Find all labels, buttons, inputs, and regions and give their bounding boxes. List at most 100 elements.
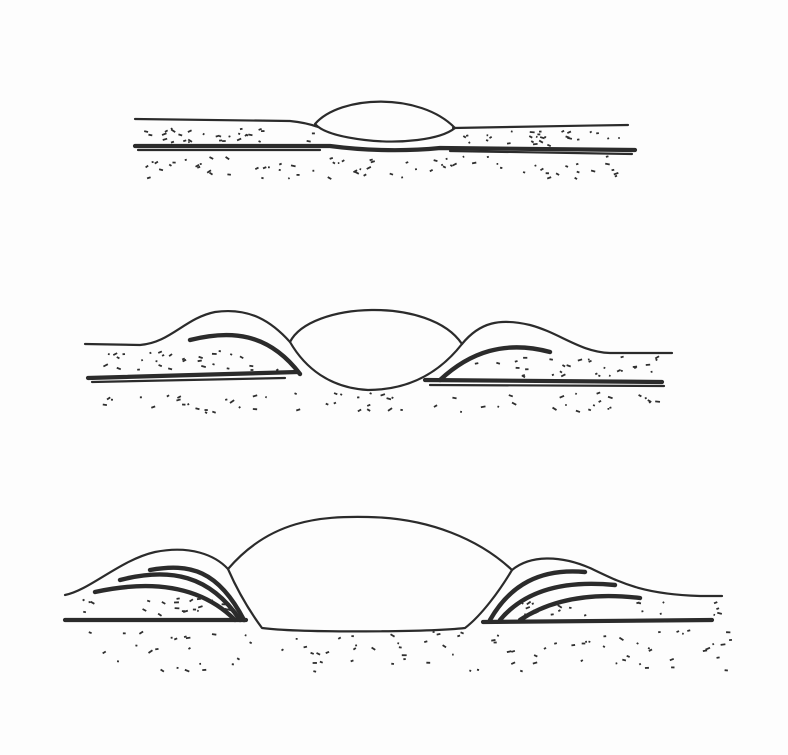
sediment-mark bbox=[552, 407, 557, 411]
sediment-mark bbox=[638, 394, 642, 397]
sediment-mark bbox=[166, 394, 169, 397]
sediment-mark bbox=[595, 373, 598, 376]
sediment-mark bbox=[325, 651, 329, 654]
sediment-mark bbox=[158, 613, 162, 617]
sediment-mark bbox=[603, 645, 606, 648]
sediment-mark bbox=[158, 364, 162, 367]
sediment-mark bbox=[261, 177, 264, 179]
sediment-mark bbox=[144, 130, 148, 133]
sediment-mark bbox=[251, 369, 254, 371]
sediment-mark bbox=[230, 399, 235, 403]
sediment-mark bbox=[487, 156, 489, 158]
sediment-mark bbox=[83, 611, 86, 613]
sediment-mark bbox=[155, 648, 159, 650]
sediment-mark bbox=[151, 405, 155, 408]
sediment-mark bbox=[154, 161, 158, 164]
sediment-mark bbox=[716, 607, 719, 610]
sediment-mark bbox=[350, 660, 353, 663]
sediment-mark bbox=[591, 170, 596, 173]
sediment-mark bbox=[575, 393, 577, 395]
sediment-mark bbox=[516, 367, 520, 369]
sediment-mark bbox=[726, 631, 730, 633]
sediment-mark bbox=[227, 367, 230, 369]
sediment-mark bbox=[163, 138, 168, 141]
sediment-mark bbox=[90, 601, 95, 605]
sediment-mark bbox=[687, 629, 690, 631]
sediment-mark bbox=[606, 155, 609, 157]
sediment-mark bbox=[222, 140, 226, 142]
sediment-mark bbox=[494, 642, 497, 644]
panel-1-ground-surface bbox=[135, 119, 628, 128]
sediment-mark bbox=[228, 135, 230, 137]
sediment-mark bbox=[380, 393, 385, 396]
panel-3-left-layer-2 bbox=[120, 574, 240, 620]
sediment-mark bbox=[159, 168, 163, 171]
sediment-mark bbox=[432, 631, 434, 633]
sediment-mark bbox=[202, 133, 204, 135]
sediment-mark bbox=[497, 406, 499, 408]
sediment-mark bbox=[401, 176, 403, 178]
sediment-mark bbox=[185, 669, 190, 672]
sediment-mark bbox=[523, 171, 526, 173]
sediment-mark bbox=[399, 646, 402, 648]
sediment-mark bbox=[526, 601, 531, 605]
sediment-mark bbox=[188, 647, 191, 650]
sediment-mark bbox=[534, 164, 536, 166]
sediment-mark bbox=[195, 407, 199, 410]
sediment-mark bbox=[603, 367, 605, 369]
sediment-mark bbox=[219, 350, 221, 352]
sediment-mark bbox=[212, 363, 215, 365]
sediment-mark bbox=[596, 132, 599, 134]
sediment-mark bbox=[576, 163, 579, 165]
sediment-mark bbox=[169, 353, 173, 357]
panel-2-right-bed bbox=[425, 380, 662, 382]
sediment-mark bbox=[162, 132, 167, 135]
sediment-mark bbox=[588, 641, 590, 643]
sediment-mark bbox=[569, 607, 572, 609]
sediment-mark bbox=[103, 404, 107, 406]
sediment-mark bbox=[547, 144, 551, 147]
sediment-mark bbox=[161, 601, 165, 605]
sediment-mark bbox=[561, 130, 564, 133]
sediment-mark bbox=[201, 365, 206, 368]
sediment-mark bbox=[729, 639, 732, 641]
sediment-mark bbox=[434, 404, 438, 407]
sediment-mark bbox=[296, 408, 300, 411]
sediment-mark bbox=[312, 133, 315, 135]
sediment-mark bbox=[141, 359, 143, 361]
sediment-mark bbox=[255, 167, 259, 170]
sediment-mark bbox=[165, 130, 169, 133]
sediment-mark bbox=[489, 136, 492, 139]
sediment-mark bbox=[460, 411, 462, 413]
sediment-mark bbox=[341, 159, 344, 162]
sediment-mark bbox=[355, 644, 357, 646]
sediment-mark bbox=[168, 368, 172, 371]
sediment-mark bbox=[721, 643, 726, 645]
panel-3-advanced bbox=[65, 517, 732, 673]
sediment-mark bbox=[162, 354, 165, 357]
sediment-mark bbox=[88, 601, 90, 603]
sediment-mark bbox=[212, 411, 216, 414]
sediment-mark bbox=[559, 395, 564, 399]
sediment-mark bbox=[216, 135, 220, 138]
sediment-mark bbox=[452, 163, 457, 167]
sediment-mark bbox=[116, 356, 119, 359]
sediment-mark bbox=[147, 176, 151, 179]
sediment-mark bbox=[609, 406, 611, 408]
sediment-mark bbox=[82, 599, 85, 602]
sediment-mark bbox=[306, 140, 310, 142]
panel-2-right-layer bbox=[440, 347, 550, 380]
sediment-mark bbox=[171, 141, 175, 144]
sediment-mark bbox=[296, 174, 299, 176]
sediment-mark bbox=[598, 400, 601, 403]
panel-3-dome bbox=[228, 517, 512, 632]
sediment-mark bbox=[475, 362, 479, 364]
sediment-mark bbox=[238, 406, 241, 409]
sediment-mark bbox=[357, 396, 359, 398]
sediment-mark bbox=[556, 173, 560, 176]
sediment-mark bbox=[147, 600, 151, 603]
sediment-mark bbox=[258, 140, 261, 143]
sediment-mark bbox=[391, 663, 394, 665]
sediment-mark bbox=[609, 375, 611, 377]
sediment-mark bbox=[426, 662, 430, 664]
